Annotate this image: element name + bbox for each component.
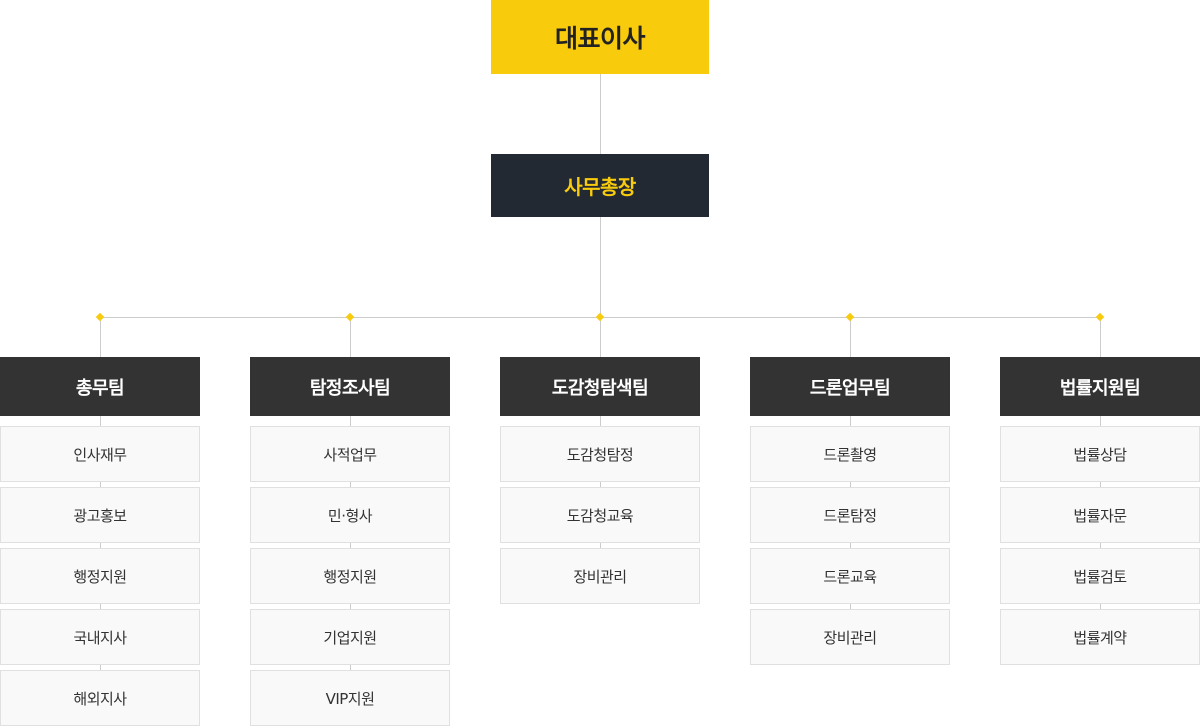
team-box: 법률지원팀 [1000,357,1200,416]
task-box: 법률상담 [1000,426,1200,482]
junction-dot [845,312,855,322]
task-box: 드론탐정 [750,487,950,543]
task-box: 드론교육 [750,548,950,604]
team-box: 탐정조사팀 [250,357,450,416]
task-box: 행정지원 [0,548,200,604]
connector-bus-team [350,317,351,357]
task-box: 사적업무 [250,426,450,482]
task-box: 광고홍보 [0,487,200,543]
task-box: 도감청교육 [500,487,700,543]
task-box: 민·형사 [250,487,450,543]
junction-dot [1095,312,1105,322]
connector-bus-team [850,317,851,357]
task-box: 도감청탐정 [500,426,700,482]
task-box: 장비관리 [500,548,700,604]
connector-bus-team [600,317,601,357]
junction-dot [95,312,105,322]
task-box: 행정지원 [250,548,450,604]
task-box: 드론촬영 [750,426,950,482]
connector-ceo-secretary [600,74,601,154]
team-box: 총무팀 [0,357,200,416]
task-box: 해외지사 [0,670,200,726]
team-box: 도감청탐색팀 [500,357,700,416]
team-box: 드론업무팀 [750,357,950,416]
task-box: 법률계약 [1000,609,1200,665]
task-box: 국내지사 [0,609,200,665]
junction-dot [595,312,605,322]
task-box: 기업지원 [250,609,450,665]
task-box: VIP지원 [250,670,450,726]
connector-bus-team [1100,317,1101,357]
connector-bus-team [100,317,101,357]
junction-dot [345,312,355,322]
task-box: 인사재무 [0,426,200,482]
ceo-box: 대표이사 [491,0,709,74]
task-box: 법률자문 [1000,487,1200,543]
connector-secretary-bus [600,217,601,317]
task-box: 법률검토 [1000,548,1200,604]
task-box: 장비관리 [750,609,950,665]
secretary-general-box: 사무총장 [491,154,709,217]
